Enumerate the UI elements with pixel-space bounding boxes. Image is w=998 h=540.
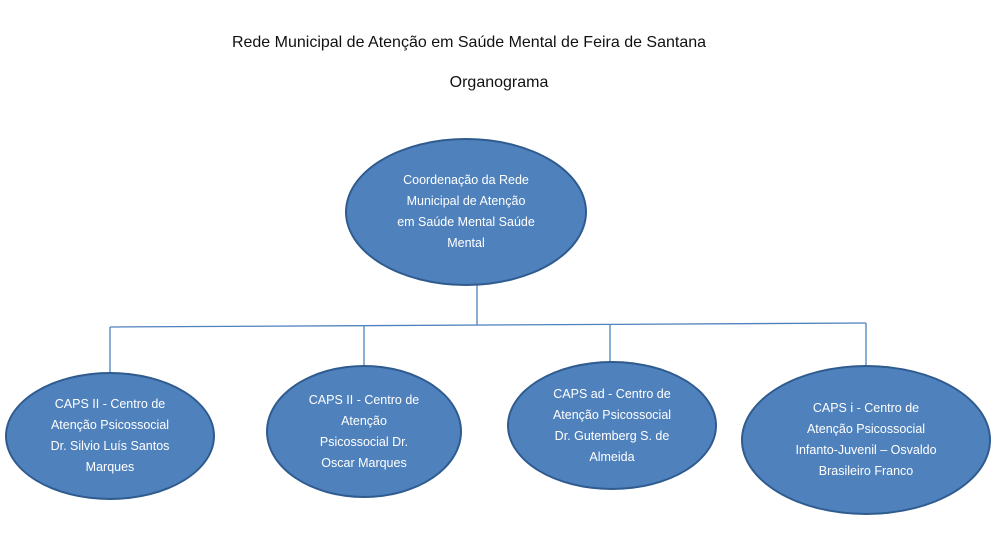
connector-horizontal <box>109 322 867 328</box>
child-node-label: CAPS II - Centro de Atenção Psicossocial… <box>308 392 420 470</box>
root-node: Coordenação da Rede Municipal de Atenção… <box>345 138 587 286</box>
child-node-caps-ii-oscar: CAPS II - Centro de Atenção Psicossocial… <box>266 365 462 498</box>
child-node-caps-i-osvaldo: CAPS i - Centro de Atenção Psicossocial … <box>741 365 991 515</box>
child-node-label: CAPS ad - Centro de Atenção Psicossocial… <box>552 386 672 464</box>
child-node-label: CAPS i - Centro de Atenção Psicossocial … <box>795 401 937 478</box>
root-node-label: Coordenação da Rede Municipal de Atenção… <box>397 173 535 250</box>
child-node-caps-ad-gutemberg: CAPS ad - Centro de Atenção Psicossocial… <box>507 361 717 490</box>
diagram-title: Rede Municipal de Atenção em Saúde Menta… <box>231 34 707 51</box>
diagram-subtitle: Organograma <box>449 74 549 91</box>
child-node-label: CAPS II - Centro de Atenção Psicossocial… <box>50 397 170 474</box>
child-node-caps-ii-silvio: CAPS II - Centro de Atenção Psicossocial… <box>5 372 215 500</box>
